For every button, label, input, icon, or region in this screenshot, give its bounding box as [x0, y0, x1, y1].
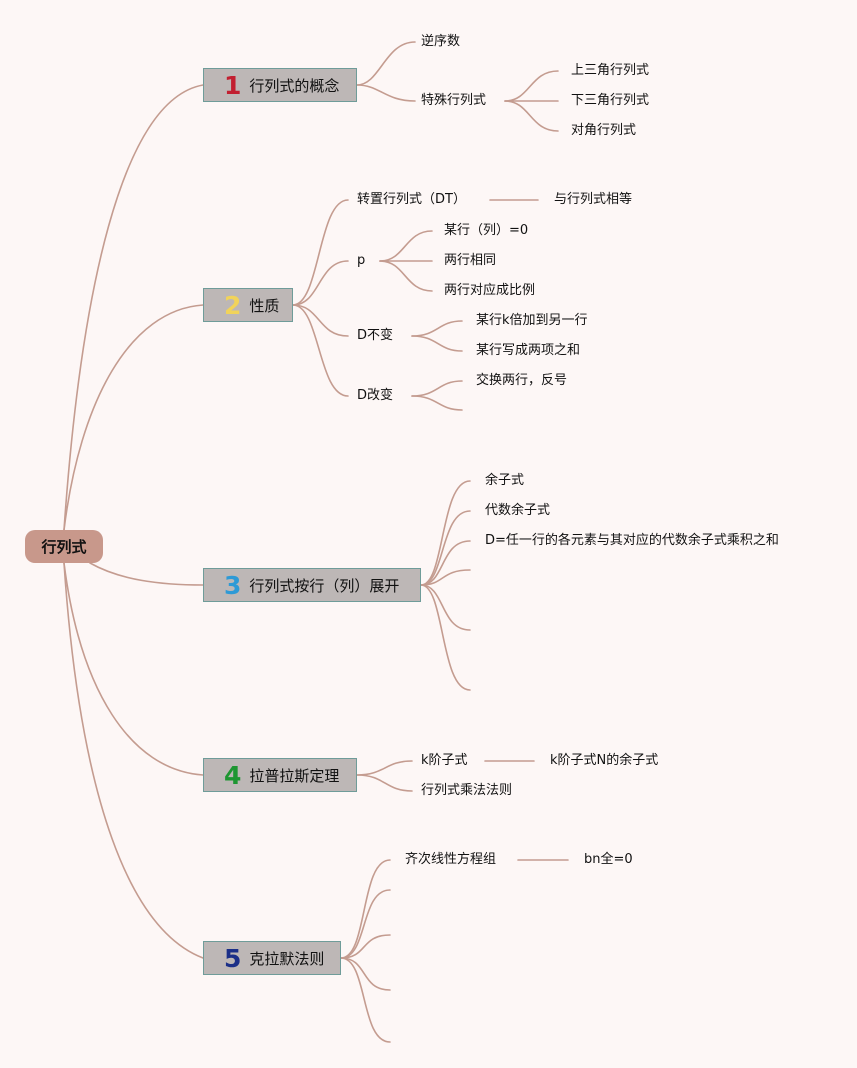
edge-t1-sub1 — [504, 70, 559, 102]
node-cofactor[interactable]: 代数余子式 — [485, 503, 551, 518]
node-row-zero[interactable]: 某行（列）=0 — [444, 223, 529, 238]
edge-t2-d2-2 — [411, 395, 463, 411]
number-2-icon: 2 — [224, 290, 242, 320]
node-row-as-sum[interactable]: 某行写成两项之和 — [476, 343, 581, 358]
edge-t2-d1-1 — [411, 320, 463, 337]
topic-node-2[interactable]: 2 性质 — [203, 288, 293, 322]
edge-t2-c2 — [292, 260, 349, 306]
node-minor[interactable]: 余子式 — [485, 473, 525, 488]
topic-node-3[interactable]: 3 行列式按行（列）展开 — [203, 568, 421, 602]
edge-root-topic5 — [63, 562, 204, 959]
topic-label: 克拉默法则 — [249, 949, 325, 968]
edge-t2-p-3 — [379, 260, 433, 292]
node-upper-triangular[interactable]: 上三角行列式 — [571, 63, 650, 78]
edge-t2-d2-1 — [411, 380, 463, 397]
edge-t2-c1 — [292, 199, 349, 306]
node-d-unchanged[interactable]: D不变 — [357, 328, 394, 343]
edge-t5-c4 — [340, 957, 391, 991]
number-5-icon: 5 — [224, 943, 242, 973]
edge-t3-c4 — [420, 569, 471, 586]
edge-t5-c1 — [340, 859, 391, 959]
node-add-k-times-row[interactable]: 某行k倍加到另一行 — [476, 313, 588, 328]
edge-root-topic3 — [89, 562, 204, 586]
topic-label: 拉普拉斯定理 — [249, 766, 340, 785]
node-p[interactable]: p — [357, 253, 366, 268]
topic-label: 性质 — [249, 296, 280, 315]
edge-root-topic2 — [63, 304, 204, 531]
root-node[interactable]: 行列式 — [25, 530, 103, 563]
topic-node-1[interactable]: 1 行列式的概念 — [203, 68, 357, 102]
edge-t4-c2 — [356, 774, 413, 792]
node-diagonal[interactable]: 对角行列式 — [571, 123, 637, 138]
edge-t4-c1 — [356, 760, 413, 776]
number-4-icon: 4 — [224, 760, 242, 790]
node-expansion-rule[interactable]: D=任一行的各元素与其对应的代数余子式乘积之和 — [485, 533, 779, 548]
edge-t1-c2 — [356, 84, 416, 102]
topic-node-4[interactable]: 4 拉普拉斯定理 — [203, 758, 357, 792]
edge-t2-p-1 — [379, 230, 433, 262]
edge-t3-c5 — [420, 584, 471, 631]
edge-t5-c5 — [340, 957, 391, 1043]
topic-node-5[interactable]: 5 克拉默法则 — [203, 941, 341, 975]
topic-label: 行列式按行（列）展开 — [249, 576, 400, 595]
node-k-order-minor[interactable]: k阶子式 — [421, 753, 468, 768]
edge-t3-c2 — [420, 510, 471, 586]
node-transpose[interactable]: 转置行列式（DT） — [357, 192, 466, 207]
node-swap-rows[interactable]: 交换两行，反号 — [476, 373, 568, 388]
node-k-order-minor-result[interactable]: k阶子式N的余子式 — [550, 753, 659, 768]
node-special-determinant[interactable]: 特殊行列式 — [421, 93, 487, 108]
topic-label: 行列式的概念 — [249, 76, 340, 95]
node-transpose-result[interactable]: 与行列式相等 — [554, 192, 633, 207]
edge-t2-c4 — [292, 304, 349, 397]
number-3-icon: 3 — [224, 570, 242, 600]
node-d-changed[interactable]: D改变 — [357, 388, 394, 403]
edge-t1-c1 — [356, 41, 416, 86]
edge-t3-c6 — [420, 584, 471, 691]
node-homogeneous-result[interactable]: bn全=0 — [584, 852, 633, 867]
edge-t2-c3 — [292, 304, 349, 337]
edge-t1-sub3 — [504, 100, 559, 132]
node-two-rows-same[interactable]: 两行相同 — [444, 253, 497, 268]
node-lower-triangular[interactable]: 下三角行列式 — [571, 93, 650, 108]
edge-t3-c3 — [420, 540, 471, 586]
edge-root-topic1 — [63, 84, 204, 531]
node-inversion-number[interactable]: 逆序数 — [421, 34, 461, 49]
node-rows-proportional[interactable]: 两行对应成比例 — [444, 283, 536, 298]
number-1-icon: 1 — [224, 70, 242, 100]
node-multiplication-rule[interactable]: 行列式乘法法则 — [421, 783, 513, 798]
edge-t5-c3 — [340, 934, 391, 959]
edge-t2-d1-2 — [411, 335, 463, 352]
node-homogeneous-system[interactable]: 齐次线性方程组 — [405, 852, 497, 867]
edge-t3-c1 — [420, 480, 471, 586]
edge-root-topic4 — [63, 562, 204, 776]
edge-t5-c2 — [340, 889, 391, 959]
